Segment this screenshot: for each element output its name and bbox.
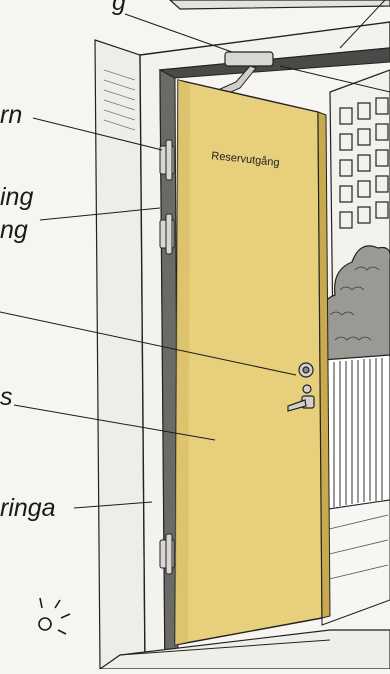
wall: [95, 40, 145, 669]
label-leaf: s: [0, 385, 13, 410]
ceiling-edge: [170, 0, 390, 9]
label-seal-line-2: ng: [0, 218, 28, 243]
label-sill: ringa: [0, 496, 56, 521]
fence: [322, 355, 390, 510]
label-top: g: [112, 0, 126, 15]
door-closer: [225, 52, 273, 66]
outside-ground: [322, 500, 390, 625]
label-seal-line-1: ing: [0, 185, 33, 210]
light-symbol: [39, 598, 70, 634]
label-hinge: rn: [0, 103, 22, 128]
